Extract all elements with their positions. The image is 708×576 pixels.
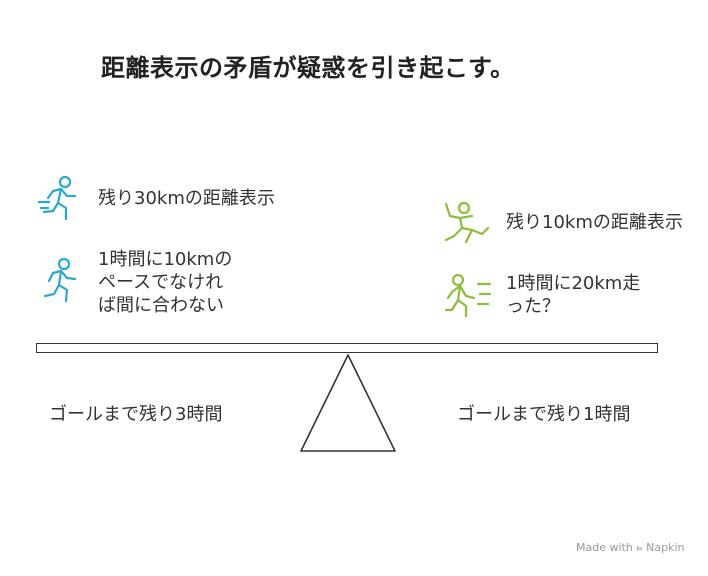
page-title: 距離表示の矛盾が疑惑を引き起こす。 — [101, 54, 515, 82]
seesaw-fulcrum — [300, 354, 396, 452]
right-base-label: ゴールまで残り1時間 — [457, 404, 631, 425]
right-pace-label: 1時間に20km走 った？ — [506, 273, 641, 317]
right-distance-label: 残り10kmの距離表示 — [506, 212, 683, 233]
watermark: Made with ⫢ Napkin — [576, 541, 685, 555]
watermark-prefix: Made with — [576, 541, 633, 554]
napkin-logo-icon: ⫢ — [636, 541, 643, 554]
left-distance-label: 残り30kmの距離表示 — [98, 188, 275, 209]
left-pace-label: 1時間に10kmの ペースでなけれ ば間に合わない — [98, 249, 233, 316]
watermark-brand: Napkin — [646, 541, 685, 554]
left-base-label: ゴールまで残り3時間 — [49, 404, 223, 425]
seesaw-board — [36, 343, 658, 353]
runner-icon — [43, 257, 77, 303]
runner-icon — [37, 175, 77, 221]
falling-runner-icon — [444, 201, 490, 244]
running-fast-icon — [444, 273, 492, 318]
